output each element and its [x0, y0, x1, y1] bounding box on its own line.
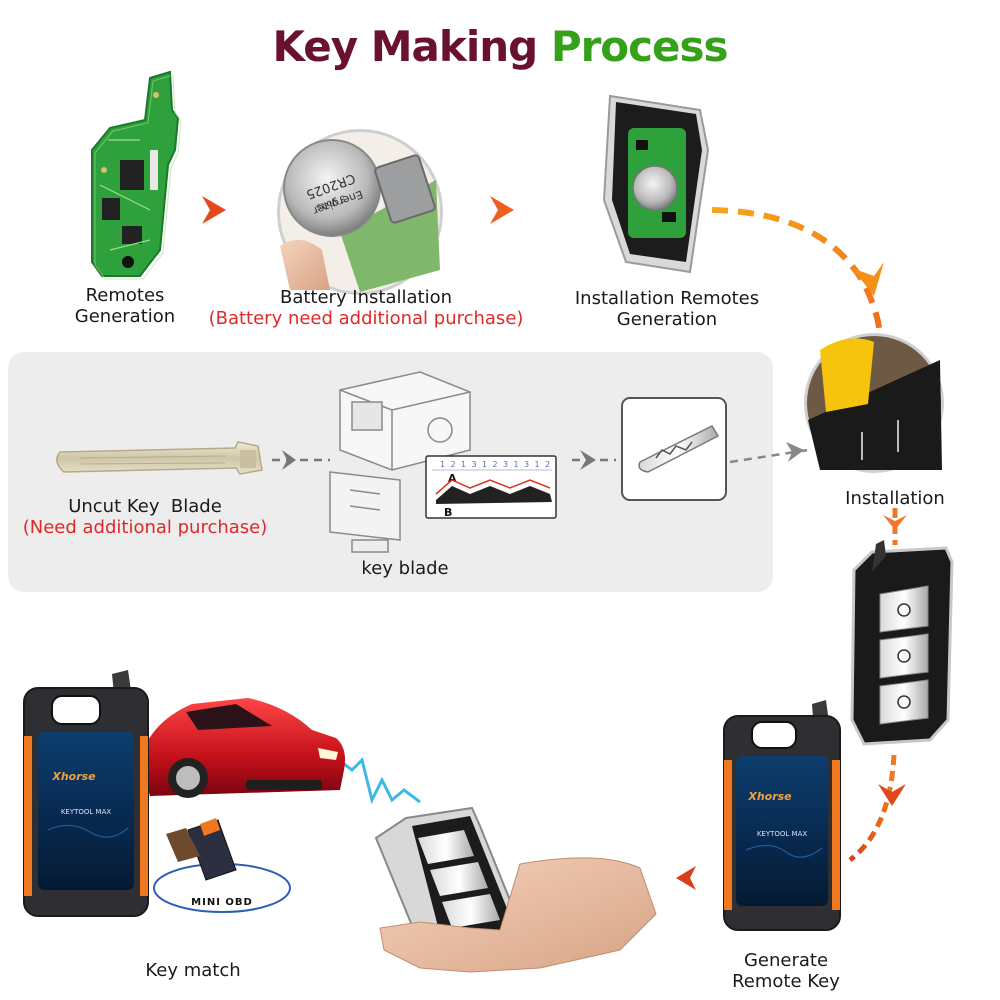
- chart-digit: 1: [514, 460, 519, 469]
- key-blade-label: key blade: [361, 558, 449, 579]
- cut-blade-image: [621, 397, 727, 501]
- installation-remotes-line2: Generation: [616, 309, 718, 330]
- arrow-1-head: [202, 196, 226, 224]
- uncut-blade-note: (Need additional purchase): [22, 517, 268, 538]
- remotes-generation-line2: Generation: [74, 306, 176, 327]
- chart-digit: 1: [535, 460, 540, 469]
- keytool-left-brand: Xhorse: [51, 770, 96, 783]
- installation-label: Installation: [845, 488, 945, 509]
- chart-digit: 2: [493, 460, 498, 469]
- remotes-generation-label: Remotes Generation: [50, 285, 200, 327]
- remotes-generation-line1: Remotes: [85, 285, 165, 306]
- chart-digit: 1: [461, 460, 466, 469]
- chart-digit: 3: [503, 460, 508, 469]
- page-title: Key Making Process: [0, 22, 1000, 71]
- uncut-blade-label: Uncut Key Blade (Need additional purchas…: [14, 496, 276, 538]
- chart-digit: 3: [524, 460, 529, 469]
- flip-remote-image: [850, 540, 954, 746]
- blade-arrow-2-head: [580, 450, 596, 470]
- chart-row-a: A: [448, 472, 457, 485]
- mini-obd-image: MINI OBD: [153, 818, 291, 913]
- arrow-to-keymatch-head: [676, 866, 696, 890]
- generate-remote-line1: Generate: [743, 950, 829, 971]
- chart-digit: 1: [440, 460, 445, 469]
- installation-remotes-line1: Installation Remotes: [574, 288, 760, 309]
- uncut-blade-image: [56, 441, 263, 475]
- generate-remote-label: Generate Remote Key: [706, 950, 866, 992]
- arrow-2-head: [490, 196, 514, 224]
- arrow-install-down-head: [883, 515, 907, 530]
- keytool-left-device: Xhorse KEYTOOL MAX: [23, 670, 149, 917]
- chart-row-b: B: [444, 506, 452, 519]
- curve-arrow: [711, 207, 883, 336]
- battery-installation-image: Energizer CR2025 3 Volts: [277, 129, 443, 295]
- battery-installation-label: Battery Installation (Battery need addit…: [196, 287, 536, 329]
- uncut-blade-line1: Uncut Key Blade: [68, 496, 222, 517]
- remote-shell-image: [602, 94, 710, 274]
- key-match-label: Key match: [145, 960, 241, 981]
- chart-digit: 1: [482, 460, 487, 469]
- keytool-right-model: KEYTOOL MAX: [757, 830, 808, 838]
- installation-remotes-label: Installation Remotes Generation: [556, 288, 778, 330]
- keytool-left-model: KEYTOOL MAX: [61, 808, 112, 816]
- arrow-to-generate: [848, 754, 897, 862]
- key-cutting-machine-image: [329, 371, 471, 553]
- generate-remote-line2: Remote Key: [732, 971, 840, 992]
- chart-digit: 2: [451, 460, 456, 469]
- keytool-right-brand: Xhorse: [747, 790, 792, 803]
- title-part-1: Key Making: [272, 22, 538, 71]
- blade-process-panel: [8, 352, 773, 592]
- arrow-to-generate-head: [878, 784, 906, 806]
- battery-installation-line1: Battery Installation: [279, 287, 453, 308]
- pcb-board-image: [91, 70, 182, 280]
- blade-arrow-3-head: [786, 442, 804, 462]
- chart-digit: 2: [545, 460, 550, 469]
- installation-image: [804, 333, 944, 473]
- curve-arrow-head: [852, 262, 884, 296]
- signal-zigzag: [335, 756, 421, 805]
- hand-remote-image: [374, 806, 657, 973]
- keytool-right-device: Xhorse KEYTOOL MAX: [723, 700, 841, 931]
- chart-digit: 3: [472, 460, 477, 469]
- title-part-2: Process: [550, 22, 729, 71]
- mini-obd-label: MINI OBD: [191, 897, 253, 908]
- car-image: [140, 698, 345, 798]
- battery-installation-note: (Battery need additional purchase): [208, 308, 524, 329]
- blade-arrow-1-head: [282, 450, 296, 470]
